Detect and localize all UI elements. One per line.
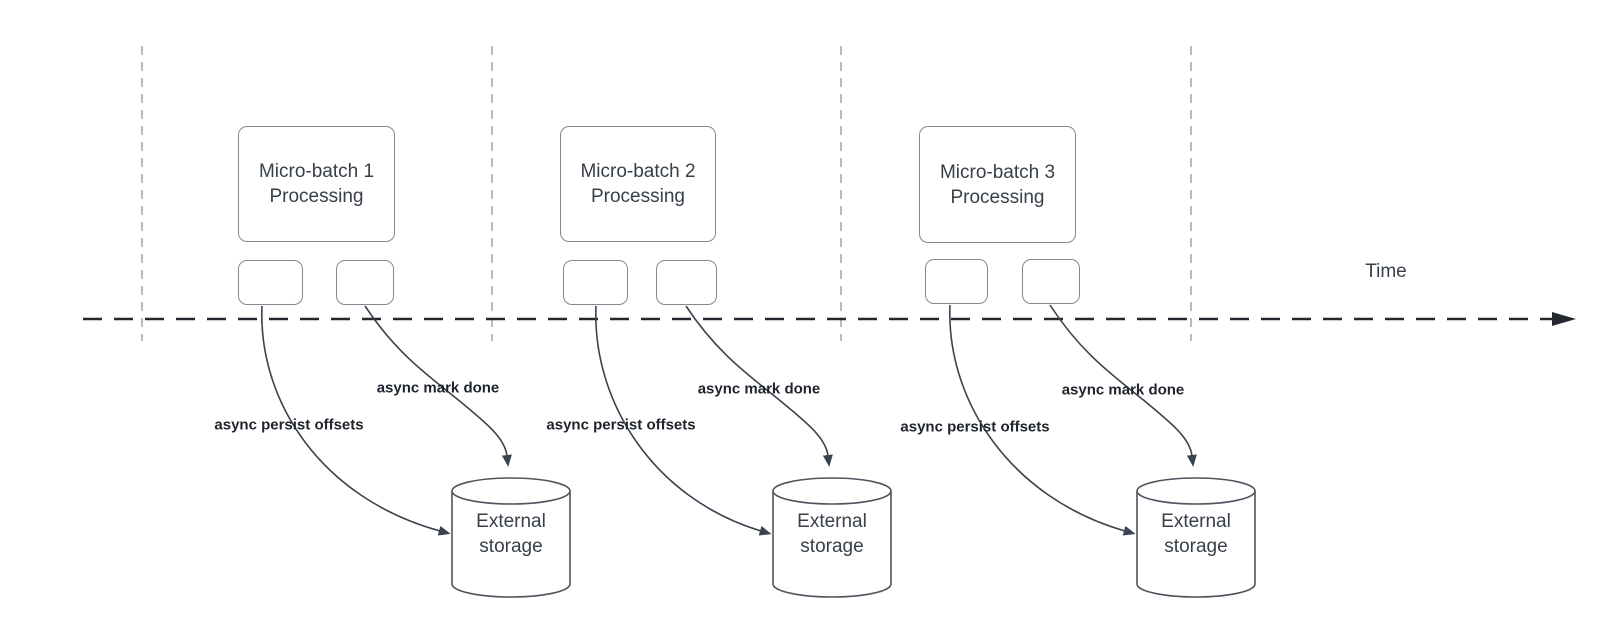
external-storage-cylinder-2: [772, 477, 892, 598]
external-storage-cylinder-1: [451, 477, 571, 598]
microbatch-1-process-box: Micro-batch 1 Processing: [238, 126, 395, 242]
microbatch-3-process-label: Micro-batch 3 Processing: [939, 161, 1056, 208]
async-persist-offsets-label-2: async persist offsets: [546, 416, 696, 434]
time-axis-arrowhead-icon: [1552, 312, 1576, 326]
async-mark-done-label-1: async mark done: [376, 379, 500, 397]
microbatch-1-persist-task-box: [238, 260, 303, 305]
microbatch-1-done-task-box: [336, 260, 394, 305]
async-mark-done-label-3: async mark done: [1061, 381, 1185, 399]
async-mark-done-arrow-2: [685, 305, 833, 467]
async-mark-done-arrow-3: [1049, 304, 1197, 467]
external-storage-label-2: External storage: [797, 511, 867, 557]
async-persist-offsets-label-3: async persist offsets: [900, 418, 1050, 436]
external-storage-label-1: External storage: [476, 511, 546, 557]
external-storage-label-3: External storage: [1161, 511, 1231, 557]
microbatch-3-done-task-box: [1022, 259, 1080, 304]
async-mark-done-label-2: async mark done: [697, 380, 821, 398]
external-storage-cylinder-3: [1136, 477, 1256, 598]
async-persist-offsets-arrow-3: [949, 304, 1136, 536]
microbatch-2-process-label: Micro-batch 2 Processing: [580, 161, 696, 207]
async-persist-offsets-arrow-1: [261, 305, 451, 536]
microbatch-1-process-label: Micro-batch 1 Processing: [258, 161, 375, 207]
microbatch-2-persist-task-box: [563, 260, 628, 305]
microbatch-3-process-box: Micro-batch 3 Processing: [919, 126, 1076, 243]
microbatch-2-done-task-box: [656, 260, 717, 305]
time-axis-label: Time: [1365, 261, 1407, 282]
async-mark-done-arrow-1: [364, 305, 512, 467]
async-persist-offsets-arrow-2: [595, 305, 772, 536]
microbatch-3-persist-task-box: [925, 259, 988, 304]
async-persist-offsets-label-1: async persist offsets: [214, 416, 364, 434]
microbatch-2-process-box: Micro-batch 2 Processing: [560, 126, 716, 242]
